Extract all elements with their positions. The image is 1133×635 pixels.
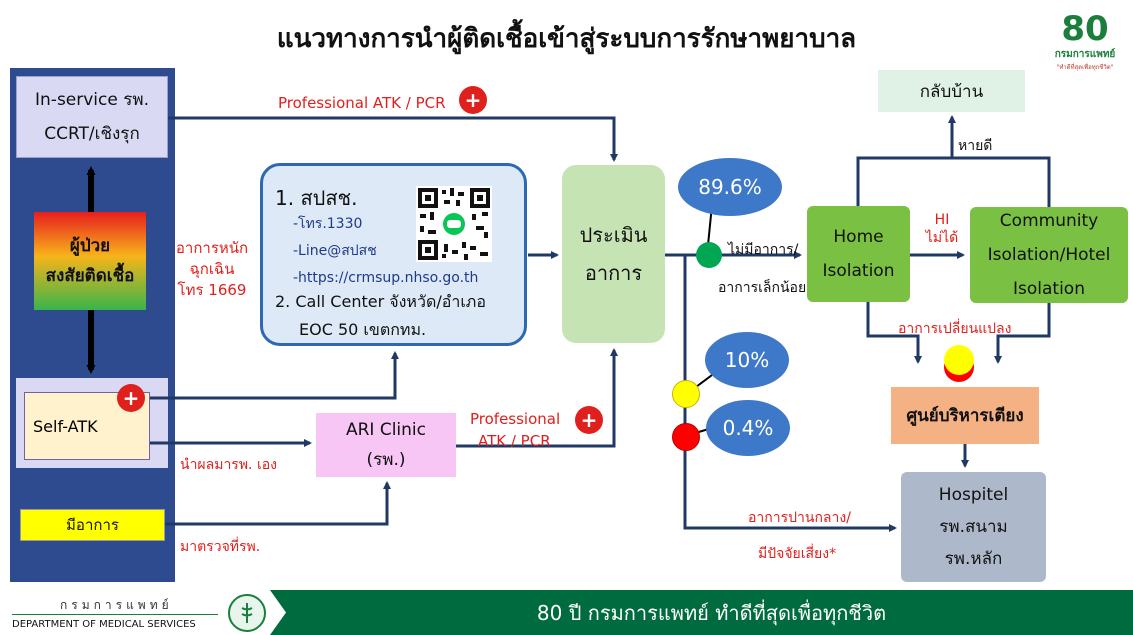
caduceus-icon (241, 603, 253, 623)
home-line2: Isolation (822, 261, 895, 281)
arrow-symptom-ari (165, 481, 391, 526)
dms-80-logo: 80 กรมการแพทย์ "ทำดีที่สุดเพื่อทุกชีวิต" (1050, 8, 1120, 74)
no-symptom-line1: ไม่มีอาการ/ (728, 242, 799, 258)
patient-line2: สงสัยติดเชื้อ (45, 266, 135, 286)
label-pro-atk-mid: Professional ATK / PCR (470, 408, 560, 452)
hospitel-line2: รพ.สนาม (939, 517, 1008, 537)
label-recovered: หายดี (958, 138, 993, 154)
hi-line1: HI (934, 212, 950, 228)
severe-line3: โทร 1669 (177, 281, 247, 299)
hotline-phone: -โทร.1330 (293, 216, 363, 232)
plus-icon: + (459, 86, 487, 114)
community-isolation-box: Community Isolation/Hotel Isolation (970, 207, 1128, 303)
ari-line2: (รพ.) (366, 450, 406, 470)
logo-slogan: "ทำดีที่สุดเพื่อทุกชีวิต" (1056, 63, 1114, 71)
arrow-inservice-assess (168, 116, 618, 162)
yellow-dot-icon (944, 345, 974, 375)
yellow-triage-dot (672, 380, 700, 408)
pro-atk-mid-line2: ATK / PCR (478, 432, 551, 450)
label-no-symptom: ไม่มีอาการ/ อาการเล็กน้อย (718, 231, 806, 307)
hotline-call-center: 2. Call Center จังหวัด/อำเภอ (275, 292, 486, 311)
moderate-line2: มีปัจจัยเสี่ยง* (758, 546, 837, 562)
community-line1: Community (999, 211, 1099, 231)
ari-clinic-box: ARI Clinic (รพ.) (316, 413, 456, 477)
hospitel-line3: รพ.หลัก (944, 549, 1003, 569)
qr-code-icon (416, 186, 492, 262)
hotline-line: -Line@สปสช (293, 243, 377, 259)
footer-green-banner (270, 590, 1133, 635)
hi-line2: ไม่ได้ (925, 230, 959, 246)
hotline-url: -https://crmsup.nhso.go.th (293, 270, 479, 286)
community-line2: Isolation/Hotel (987, 245, 1111, 265)
label-pro-atk-top: Professional ATK / PCR (278, 94, 446, 112)
arrow-recovered (856, 156, 1051, 207)
home-line1: Home (833, 227, 884, 247)
label-hi-failed: HI ไม่ได้ (922, 211, 962, 247)
moderate-line1: อาการปานกลาง/ (748, 510, 851, 526)
community-line3: Isolation (1013, 279, 1085, 299)
footer-dept-english: DEPARTMENT OF MEDICAL SERVICES (12, 619, 196, 630)
inservice-line2: CCRT/เชิงรุก (44, 124, 140, 144)
hotline-heading: 1. สปสช. (275, 186, 358, 210)
hotline-eoc: EOC 50 เขตกทม. (299, 320, 427, 339)
assess-line1: ประเมิน (579, 223, 648, 247)
no-symptom-line2: อาการเล็กน้อย (718, 280, 807, 296)
label-come-check: มาตรวจที่รพ. (180, 539, 261, 555)
label-bring-result: นำผลมารพ. เอง (180, 457, 277, 473)
suspected-patient-box: ผู้ป่วย สงสัยติดเชื้อ (34, 212, 146, 310)
footer-slogan: 80 ปี กรมการแพทย์ ทำดีที่สุดเพื่อทุกชีวิ… (536, 600, 887, 625)
nhso-hotline-box: 1. สปสช. -โทร.1330 -Line@สปสช -https://c… (260, 163, 527, 346)
inservice-box: In-service รพ. CCRT/เชิงรุก (16, 76, 168, 158)
arrow-community-bedcenter (994, 303, 1051, 364)
red-percent-bubble: 0.4% (706, 400, 790, 456)
label-symptom-change: อาการเปลี่ยนแปลง (898, 321, 1012, 337)
ari-line1: ARI Clinic (345, 420, 427, 440)
red-triage-dot (672, 423, 700, 451)
patient-line1: ผู้ป่วย (69, 236, 111, 256)
label-moderate: อาการปานกลาง/ มีปัจจัยเสี่ยง* (740, 500, 851, 572)
inservice-line1: In-service รพ. (35, 90, 149, 110)
logo-name: กรมการแพทย์ (1054, 48, 1116, 60)
hospitel-line1: Hospitel (938, 485, 1009, 505)
home-isolation-box: Home Isolation (807, 206, 910, 302)
arrow-ari-assess (456, 348, 618, 448)
severe-line2: ฉุกเฉิน (189, 260, 235, 278)
green-triage-dot (696, 242, 722, 268)
footer-divider (12, 614, 218, 615)
symptom-box: มีอาการ (20, 509, 165, 541)
severe-line1: อาการหนัก (175, 239, 249, 257)
pro-atk-mid-line1: Professional (470, 410, 561, 428)
branch-trunk (683, 255, 897, 532)
footer-dept-thai: กรมการแพทย์ (60, 598, 173, 612)
green-percent-bubble: 89.6% (678, 158, 782, 216)
arrow-home-bedcenter (866, 302, 922, 364)
yellow-percent-bubble: 10% (705, 332, 789, 388)
assess-line2: อาการ (584, 261, 643, 285)
logo-number: 80 (1061, 8, 1109, 49)
bed-management-center-box: ศูนย์บริหารเตียง (891, 387, 1039, 444)
dms-seal-icon (228, 594, 266, 632)
page-title: แนวทางการนำผู้ติดเชื้อเข้าสู่ระบบการรักษ… (276, 24, 857, 54)
arrow-selfatk-hotline (150, 351, 399, 400)
assess-symptoms-box: ประเมิน อาการ (562, 165, 665, 343)
label-severe: อาการหนัก ฉุกเฉิน โทร 1669 (174, 238, 250, 301)
plus-icon: + (575, 406, 603, 434)
plus-icon: + (117, 384, 145, 412)
hospitel-box: Hospitel รพ.สนาม รพ.หลัก (901, 472, 1046, 582)
back-home-box: กลับบ้าน (878, 70, 1025, 112)
